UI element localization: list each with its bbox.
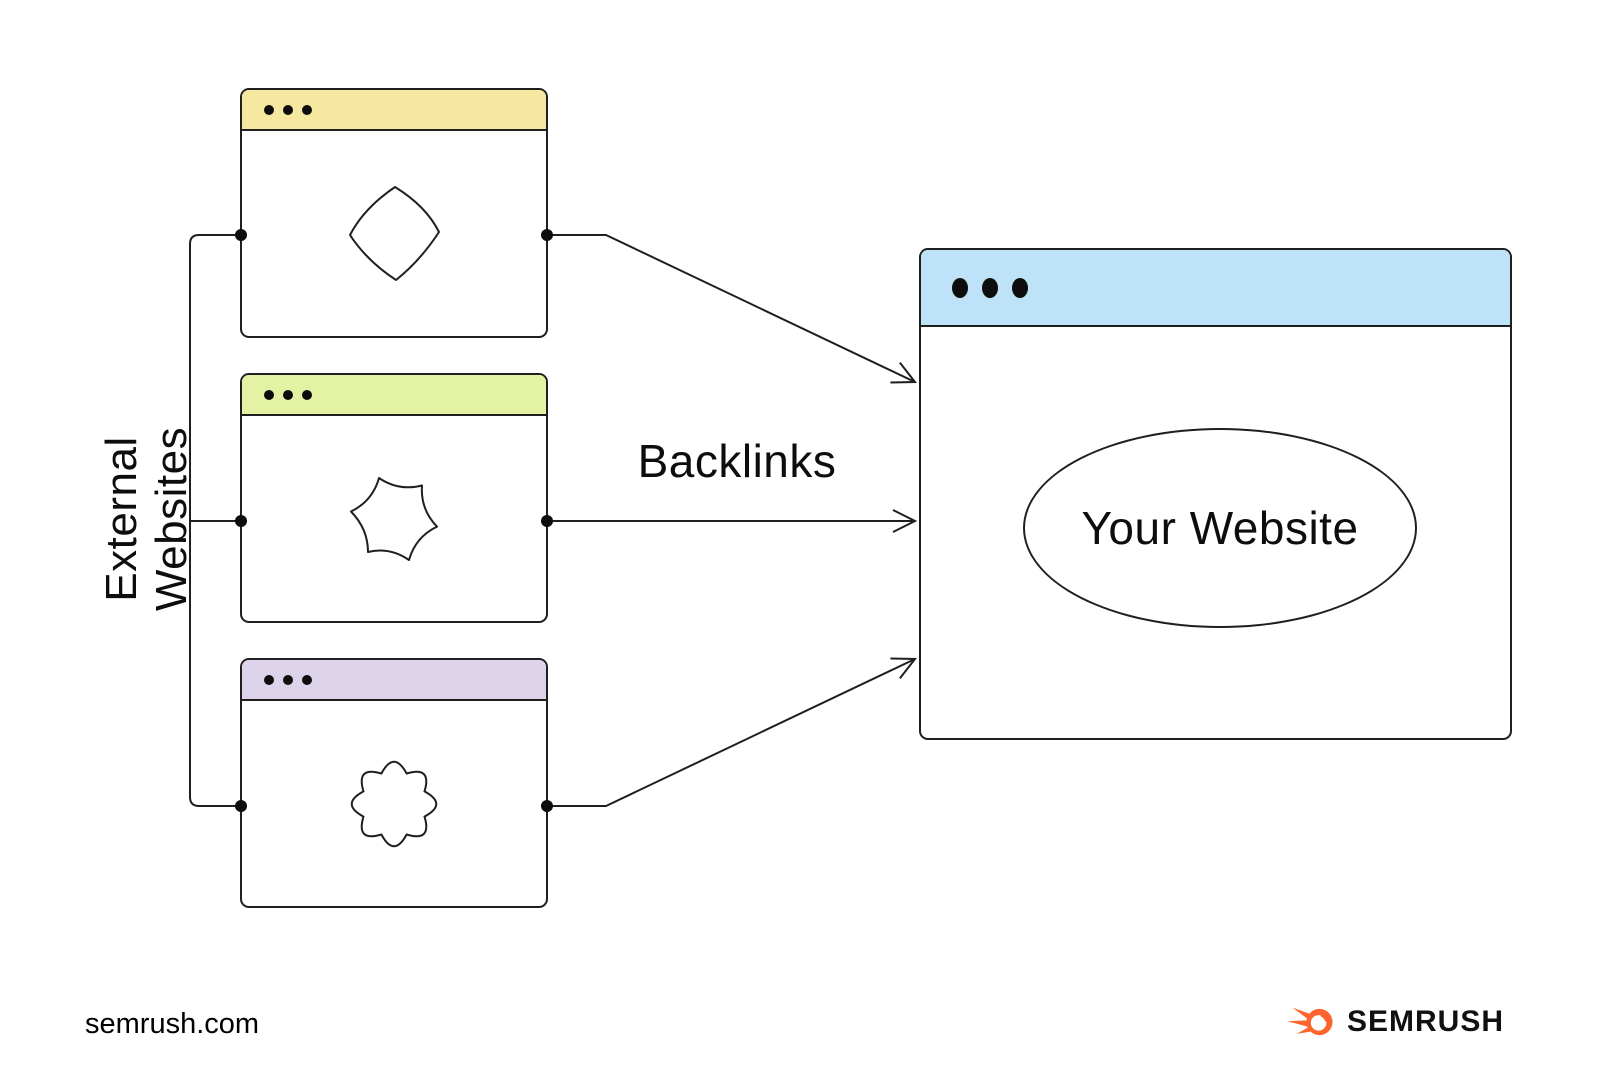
window-content	[242, 416, 546, 621]
diamond-blob-icon	[349, 185, 440, 281]
source-url-label: semrush.com	[85, 1008, 260, 1040]
window-dots-icon	[283, 674, 293, 685]
window-content	[242, 131, 546, 336]
semrush-flame-icon	[1287, 1007, 1333, 1036]
window-header	[921, 250, 1510, 327]
backlink-arrow-1	[547, 234, 915, 382]
window-dots-icon	[264, 389, 274, 400]
window-dots-icon	[264, 674, 274, 685]
window-dots-icon	[283, 389, 293, 400]
window-header	[242, 90, 546, 131]
flower-blob-icon	[350, 760, 438, 847]
your-website-window	[919, 248, 1512, 740]
window-dots-icon	[952, 277, 968, 298]
window-dots-icon	[264, 104, 274, 115]
semrush-wordmark: SEMRUSH	[1347, 1005, 1505, 1038]
window-header	[242, 375, 546, 416]
your-website-label: Your Website	[1081, 502, 1359, 554]
window-dots-icon	[302, 104, 312, 115]
window-dots-icon	[1012, 277, 1028, 298]
external-website-window-2	[240, 373, 548, 623]
window-header	[242, 660, 546, 701]
window-content	[242, 701, 546, 906]
window-dots-icon	[283, 104, 293, 115]
window-dots-icon	[302, 674, 312, 685]
external-websites-label: External Websites	[97, 426, 196, 612]
external-website-window-1	[240, 88, 548, 338]
backlink-arrow-3	[547, 659, 915, 807]
your-website-node: Your Website	[1023, 428, 1417, 628]
backlinks-label: Backlinks	[637, 435, 837, 487]
window-dots-icon	[982, 277, 998, 298]
window-dots-icon	[302, 389, 312, 400]
star-blob-icon	[350, 476, 438, 561]
semrush-logo: SEMRUSH	[1284, 1002, 1504, 1042]
external-website-window-3	[240, 658, 548, 908]
group-bracket-line	[189, 234, 241, 807]
